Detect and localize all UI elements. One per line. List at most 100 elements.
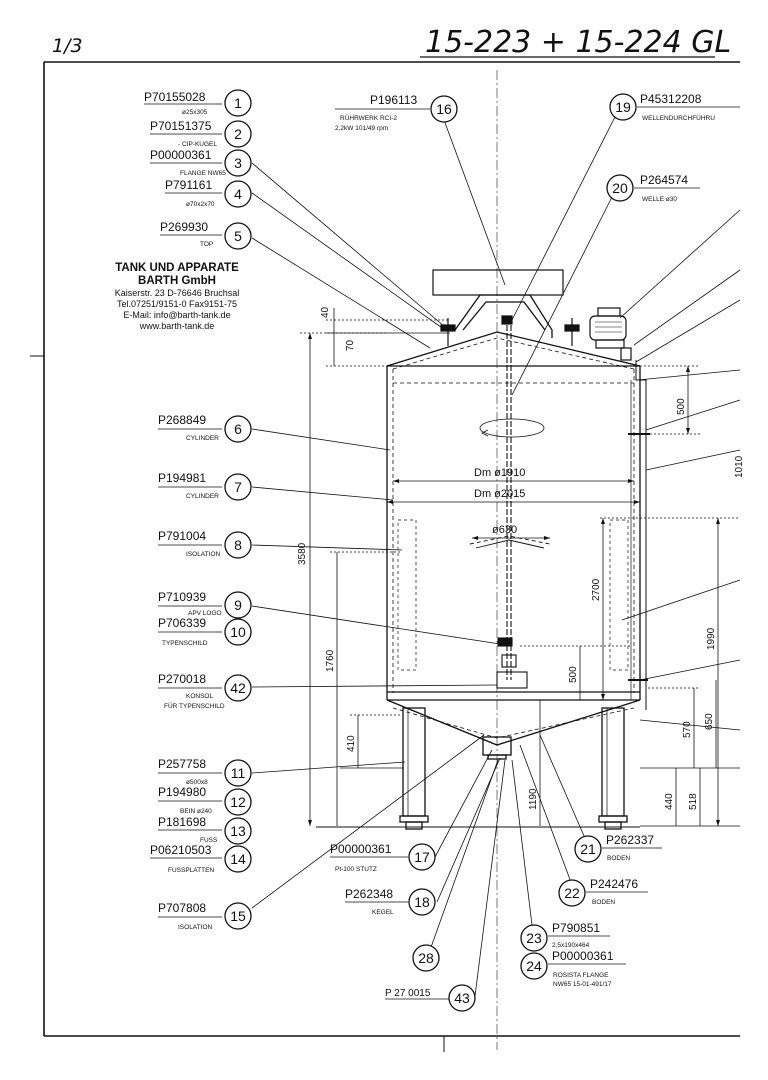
part-20-code: P264574 — [640, 173, 688, 187]
part-28-number: 28 — [418, 950, 434, 966]
company-address: Kaiserstr. 23 D-76646 Bruchsal — [114, 288, 240, 298]
dim-40: 40 — [320, 306, 331, 318]
part-43-code: P 27 0015 — [385, 988, 431, 999]
company-name-line1: TANK UND APPARATE — [115, 262, 239, 274]
part-12-code: P194980 — [158, 785, 206, 799]
part-5-desc: TOP — [200, 241, 213, 248]
part-23-code: P790851 — [552, 921, 600, 935]
motor-unit — [589, 307, 632, 361]
part-1-number: 1 — [234, 95, 242, 111]
tank-body — [316, 269, 650, 830]
part-7-number: 7 — [234, 479, 242, 495]
part-42-code: P270018 — [158, 672, 206, 686]
part-9-code: P710939 — [158, 590, 206, 604]
part-callout-17: P00000361 Pt-100 STUTZ 17 — [330, 842, 436, 873]
part-10-code: P706339 — [158, 616, 206, 630]
part-22-desc: BODEN — [592, 899, 615, 906]
part-20-desc: WELLE ø30 — [642, 196, 677, 203]
company-block: TANK UND APPARATE BARTH GmbH Kaiserstr. … — [86, 262, 268, 332]
dim-dm2015: Dm ø2015 — [474, 488, 525, 500]
part-callout-10: P706339 TYPENSCHILD 10 — [158, 616, 252, 647]
part-callout-2: P70151375 - CIP-KUGEL 2 — [150, 119, 252, 148]
part-17-code: P00000361 — [330, 842, 392, 856]
part-callout-24: 24 P00000361 ROSISTA FLANGE NW65 15-01-4… — [520, 949, 626, 988]
part-12-desc: BEIN ø240 — [180, 808, 212, 815]
part-24-number: 24 — [526, 958, 542, 974]
dim-2700: 2700 — [591, 578, 602, 601]
part-4-code: P791161 — [165, 178, 212, 192]
part-5-code: P269930 — [160, 220, 208, 234]
part-15-number: 15 — [230, 908, 246, 924]
roof-fittings — [440, 315, 580, 346]
part-7-desc: CYLINDER — [186, 493, 219, 500]
dim-1190: 1190 — [528, 788, 539, 810]
part-18-desc: KEGEL — [372, 909, 394, 916]
dim-440: 440 — [664, 793, 675, 810]
dim-410: 410 — [346, 735, 357, 752]
page-number: 1/3 — [52, 35, 83, 57]
part-18-number: 18 — [414, 894, 430, 910]
part-16-desc2: 2,2kW 101/49 rpm — [335, 125, 388, 132]
part-2-desc: - CIP-KUGEL — [178, 141, 217, 148]
dim-70: 70 — [345, 339, 356, 351]
part-43-number: 43 — [454, 990, 470, 1006]
part-13-number: 13 — [230, 823, 246, 839]
part-callout-8: P791004 ISOLATION 8 — [158, 529, 252, 559]
part-1-code: P70155028 — [144, 90, 206, 104]
part-callout-12: P194980 BEIN ø240 12 — [158, 785, 252, 816]
part-19-number: 19 — [615, 99, 631, 115]
part-11-number: 11 — [231, 765, 246, 781]
part-11-desc: ø500x8 — [186, 779, 208, 786]
part-callout-6: P268849 CYLINDER 6 — [158, 413, 252, 443]
part-21-desc: BODEN — [607, 855, 630, 862]
dim-1990: 1990 — [706, 627, 717, 650]
part-15-desc: ISOLATION — [178, 924, 212, 931]
part-23-desc: 2,5x190x464 — [552, 942, 590, 949]
drawing-reference: 15-223 + 15-224 GL — [425, 25, 731, 60]
part-17-desc: Pt-100 STUTZ — [335, 866, 377, 873]
part-12-number: 12 — [230, 794, 246, 810]
part-10-number: 10 — [230, 624, 246, 640]
part-8-number: 8 — [234, 537, 242, 553]
part-callout-18: P262348 KEGEL 18 — [345, 887, 436, 916]
agitator — [469, 325, 551, 680]
part-callout-42: P270018 KONSOL FÜR TYPENSCHILD 42 — [158, 672, 252, 710]
part-callout-21: 21 P262337 BODEN — [574, 833, 662, 863]
dim-500-mid: 500 — [568, 666, 579, 683]
company-email: E-Mail: info@barth-tank.de — [123, 310, 231, 320]
part-15-code: P707808 — [158, 901, 206, 915]
part-callout-3: P00000361 FLANGE NW65 3 — [150, 148, 252, 177]
dim-dm1910: Dm ø1910 — [474, 467, 525, 479]
part-18-code: P262348 — [345, 887, 393, 901]
part-24-desc: ROSISTA FLANGE — [553, 972, 609, 979]
part-14-code: P06210503 — [150, 843, 212, 857]
part-22-code: P242476 — [590, 877, 638, 891]
dimension-labels: 40 70 500 3580 1760 410 2700 1990 500 57… — [297, 306, 745, 810]
part-17-number: 17 — [414, 849, 430, 865]
part-7-code: P194981 — [158, 471, 206, 485]
part-callout-15: P707808 ISOLATION 15 — [158, 901, 252, 931]
leader-lines — [251, 114, 741, 997]
part-23-number: 23 — [526, 930, 542, 946]
part-9-desc: APV LOGO — [188, 610, 222, 617]
part-10-desc: TYPENSCHILD — [162, 640, 208, 647]
part-8-code: P791004 — [158, 529, 206, 543]
part-19-code: P45312208 — [640, 92, 702, 106]
part-callout-16: P196113 RÜHRWERK RCI-2 2,2kW 101/49 rpm … — [335, 93, 458, 132]
part-4-desc: ø70x2x70 — [186, 201, 215, 208]
part-5-number: 5 — [234, 228, 242, 244]
part-24-code: P00000361 — [552, 949, 614, 963]
part-24-desc2: NW65 15-01-491/17 — [553, 981, 612, 988]
part-2-number: 2 — [234, 126, 242, 142]
part-callout-5: P269930 TOP 5 — [160, 220, 252, 250]
part-42-desc2: FÜR TYPENSCHILD — [164, 702, 225, 710]
part-16-desc: RÜHRWERK RCI-2 — [340, 114, 397, 122]
dimension-arrows — [308, 333, 720, 826]
part-21-number: 21 — [580, 841, 596, 857]
part-19-desc: WELLENDURCHFÜHRU — [642, 114, 715, 122]
dim-570: 570 — [682, 721, 693, 738]
dim-650: 650 — [704, 713, 715, 730]
dim-500-top: 500 — [676, 398, 687, 415]
dimension-lines — [300, 308, 740, 827]
part-3-code: P00000361 — [150, 148, 212, 162]
